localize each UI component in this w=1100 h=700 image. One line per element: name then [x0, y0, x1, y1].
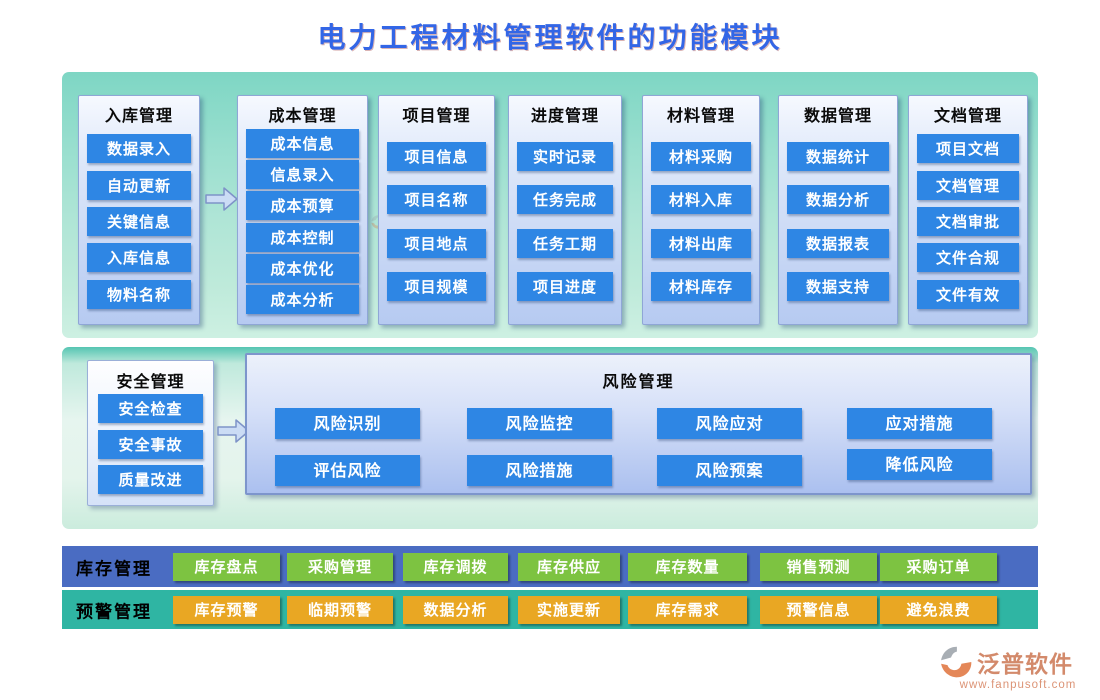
module-col-progress: 进度管理 实时记录 任务完成 任务工期 项目进度	[508, 95, 622, 325]
alert-item[interactable]: 临期预警	[287, 595, 393, 624]
module-item[interactable]: 自动更新	[87, 170, 191, 200]
module-item[interactable]: 材料库存	[651, 272, 751, 302]
module-item[interactable]: 材料入库	[651, 185, 751, 215]
module-items: 项目信息 项目名称 项目地点 项目规模	[387, 127, 486, 316]
safety-panel: 安全管理 安全检查 安全事故 质量改进	[87, 360, 214, 506]
risk-item[interactable]: 应对措施	[847, 408, 992, 439]
inventory-item[interactable]: 库存供应	[518, 552, 620, 581]
module-col-warehouse-in: 入库管理 数据录入 自动更新 关键信息 入库信息 物料名称	[78, 95, 200, 325]
module-item[interactable]: 项目名称	[387, 185, 486, 215]
module-items: 数据录入 自动更新 关键信息 入库信息 物料名称	[87, 127, 191, 316]
alert-item[interactable]: 实施更新	[518, 595, 620, 624]
module-header: 进度管理	[530, 106, 599, 125]
module-items: 项目文档 文档管理 文档审批 文件合规 文件有效	[917, 127, 1019, 316]
risk-header: 风险管理	[602, 372, 675, 391]
safety-risk-section: 安全管理 安全检查 安全事故 质量改进 风险管理 风险识别 风险监控 风险应对 …	[62, 347, 1038, 529]
alert-item[interactable]: 预警信息	[760, 595, 877, 624]
risk-item[interactable]: 评估风险	[275, 455, 420, 486]
module-col-data: 数据管理 数据统计 数据分析 数据报表 数据支持	[778, 95, 898, 325]
alert-item[interactable]: 数据分析	[403, 595, 508, 624]
module-header: 文档管理	[933, 106, 1002, 125]
module-item[interactable]: 文件有效	[917, 279, 1019, 309]
module-item[interactable]: 入库信息	[87, 243, 191, 273]
module-header: 数据管理	[803, 106, 872, 125]
vendor-logo-top: 泛普软件	[938, 644, 1098, 680]
module-items: 实时记录 任务完成 任务工期 项目进度	[517, 127, 613, 316]
module-header: 项目管理	[402, 106, 471, 125]
risk-item[interactable]: 风险识别	[275, 408, 420, 439]
inventory-item[interactable]: 库存数量	[628, 552, 747, 581]
module-item[interactable]: 物料名称	[87, 279, 191, 309]
safety-item[interactable]: 安全检查	[98, 393, 203, 423]
module-col-document: 文档管理 项目文档 文档管理 文档审批 文件合规 文件有效	[908, 95, 1028, 325]
module-item[interactable]: 项目信息	[387, 141, 486, 171]
module-items: 成本信息 信息录入 成本预算 成本控制 成本优化 成本分析	[246, 127, 359, 316]
modules-section: 泛普软件 入库管理 数据录入 自动更新 关键信息 入库信息 物料名称 成本管理 …	[62, 72, 1038, 338]
module-col-material: 材料管理 材料采购 材料入库 材料出库 材料库存	[642, 95, 760, 325]
vendor-name: 泛普软件	[977, 651, 1073, 678]
alert-label: 预警管理	[76, 602, 152, 622]
module-item[interactable]: 数据录入	[87, 134, 191, 164]
module-item[interactable]: 材料出库	[651, 228, 751, 258]
module-item[interactable]: 数据分析	[787, 185, 889, 215]
module-item[interactable]: 项目规模	[387, 272, 486, 302]
risk-item[interactable]: 风险监控	[467, 408, 612, 439]
module-header: 入库管理	[104, 106, 173, 125]
inventory-item[interactable]: 库存盘点	[173, 552, 280, 581]
risk-item[interactable]: 风险措施	[467, 455, 612, 486]
module-col-project: 项目管理 项目信息 项目名称 项目地点 项目规模	[378, 95, 495, 325]
module-item[interactable]: 数据统计	[787, 141, 889, 171]
inventory-label: 库存管理	[76, 559, 152, 579]
module-item[interactable]: 任务完成	[517, 185, 613, 215]
module-header: 材料管理	[666, 106, 735, 125]
safety-items: 安全检查 安全事故 质量改进	[98, 393, 203, 495]
module-item[interactable]: 成本分析	[246, 284, 359, 314]
module-item[interactable]: 成本信息	[246, 129, 359, 159]
module-items: 材料采购 材料入库 材料出库 材料库存	[651, 127, 751, 316]
page-title: 电力工程材料管理软件的功能模块	[317, 21, 783, 54]
risk-panel: 风险管理 风险识别 风险监控 风险应对 应对措施 评估风险 风险措施 风险预案 …	[245, 353, 1032, 495]
vendor-logo: 泛普软件 www.fanpusoft.com	[938, 644, 1098, 691]
inventory-item[interactable]: 采购订单	[880, 552, 997, 581]
alert-item[interactable]: 避免浪费	[880, 595, 997, 624]
right-arrow-icon	[205, 186, 239, 212]
module-header: 成本管理	[268, 106, 337, 125]
module-item[interactable]: 项目文档	[917, 134, 1019, 164]
module-item[interactable]: 成本控制	[246, 222, 359, 252]
safety-item[interactable]: 质量改进	[98, 465, 203, 495]
alert-bar: 预警管理 库存预警 临期预警 数据分析 实施更新 库存需求 预警信息 避免浪费	[62, 590, 1038, 629]
alert-item[interactable]: 库存需求	[628, 595, 747, 624]
inventory-item[interactable]: 库存调拨	[403, 552, 508, 581]
module-item[interactable]: 材料采购	[651, 141, 751, 171]
module-item[interactable]: 成本预算	[246, 191, 359, 221]
module-item[interactable]: 文档审批	[917, 206, 1019, 236]
risk-item[interactable]: 降低风险	[847, 449, 992, 480]
inventory-item[interactable]: 采购管理	[287, 552, 393, 581]
module-item[interactable]: 实时记录	[517, 141, 613, 171]
module-item[interactable]: 信息录入	[246, 160, 359, 190]
module-item[interactable]: 关键信息	[87, 206, 191, 236]
alert-item[interactable]: 库存预警	[173, 595, 280, 624]
module-col-cost: 成本管理 成本信息 信息录入 成本预算 成本控制 成本优化 成本分析	[237, 95, 368, 325]
right-arrow-icon	[217, 418, 251, 444]
module-item[interactable]: 项目地点	[387, 228, 486, 258]
safety-header: 安全管理	[116, 372, 185, 391]
module-item[interactable]: 文档管理	[917, 170, 1019, 200]
module-item[interactable]: 数据支持	[787, 272, 889, 302]
module-item[interactable]: 文件合规	[917, 243, 1019, 273]
risk-item[interactable]: 风险预案	[657, 455, 802, 486]
module-item[interactable]: 成本优化	[246, 253, 359, 283]
module-items: 数据统计 数据分析 数据报表 数据支持	[787, 127, 889, 316]
module-item[interactable]: 数据报表	[787, 228, 889, 258]
vendor-website: www.fanpusoft.com	[959, 679, 1077, 691]
module-item[interactable]: 项目进度	[517, 272, 613, 302]
safety-item[interactable]: 安全事故	[98, 429, 203, 459]
inventory-item[interactable]: 销售预测	[760, 552, 877, 581]
module-item[interactable]: 任务工期	[517, 228, 613, 258]
fanpu-swirl-icon	[941, 646, 972, 678]
inventory-bar: 库存管理 库存盘点 采购管理 库存调拨 库存供应 库存数量 销售预测 采购订单	[62, 546, 1038, 587]
risk-item[interactable]: 风险应对	[657, 408, 802, 439]
